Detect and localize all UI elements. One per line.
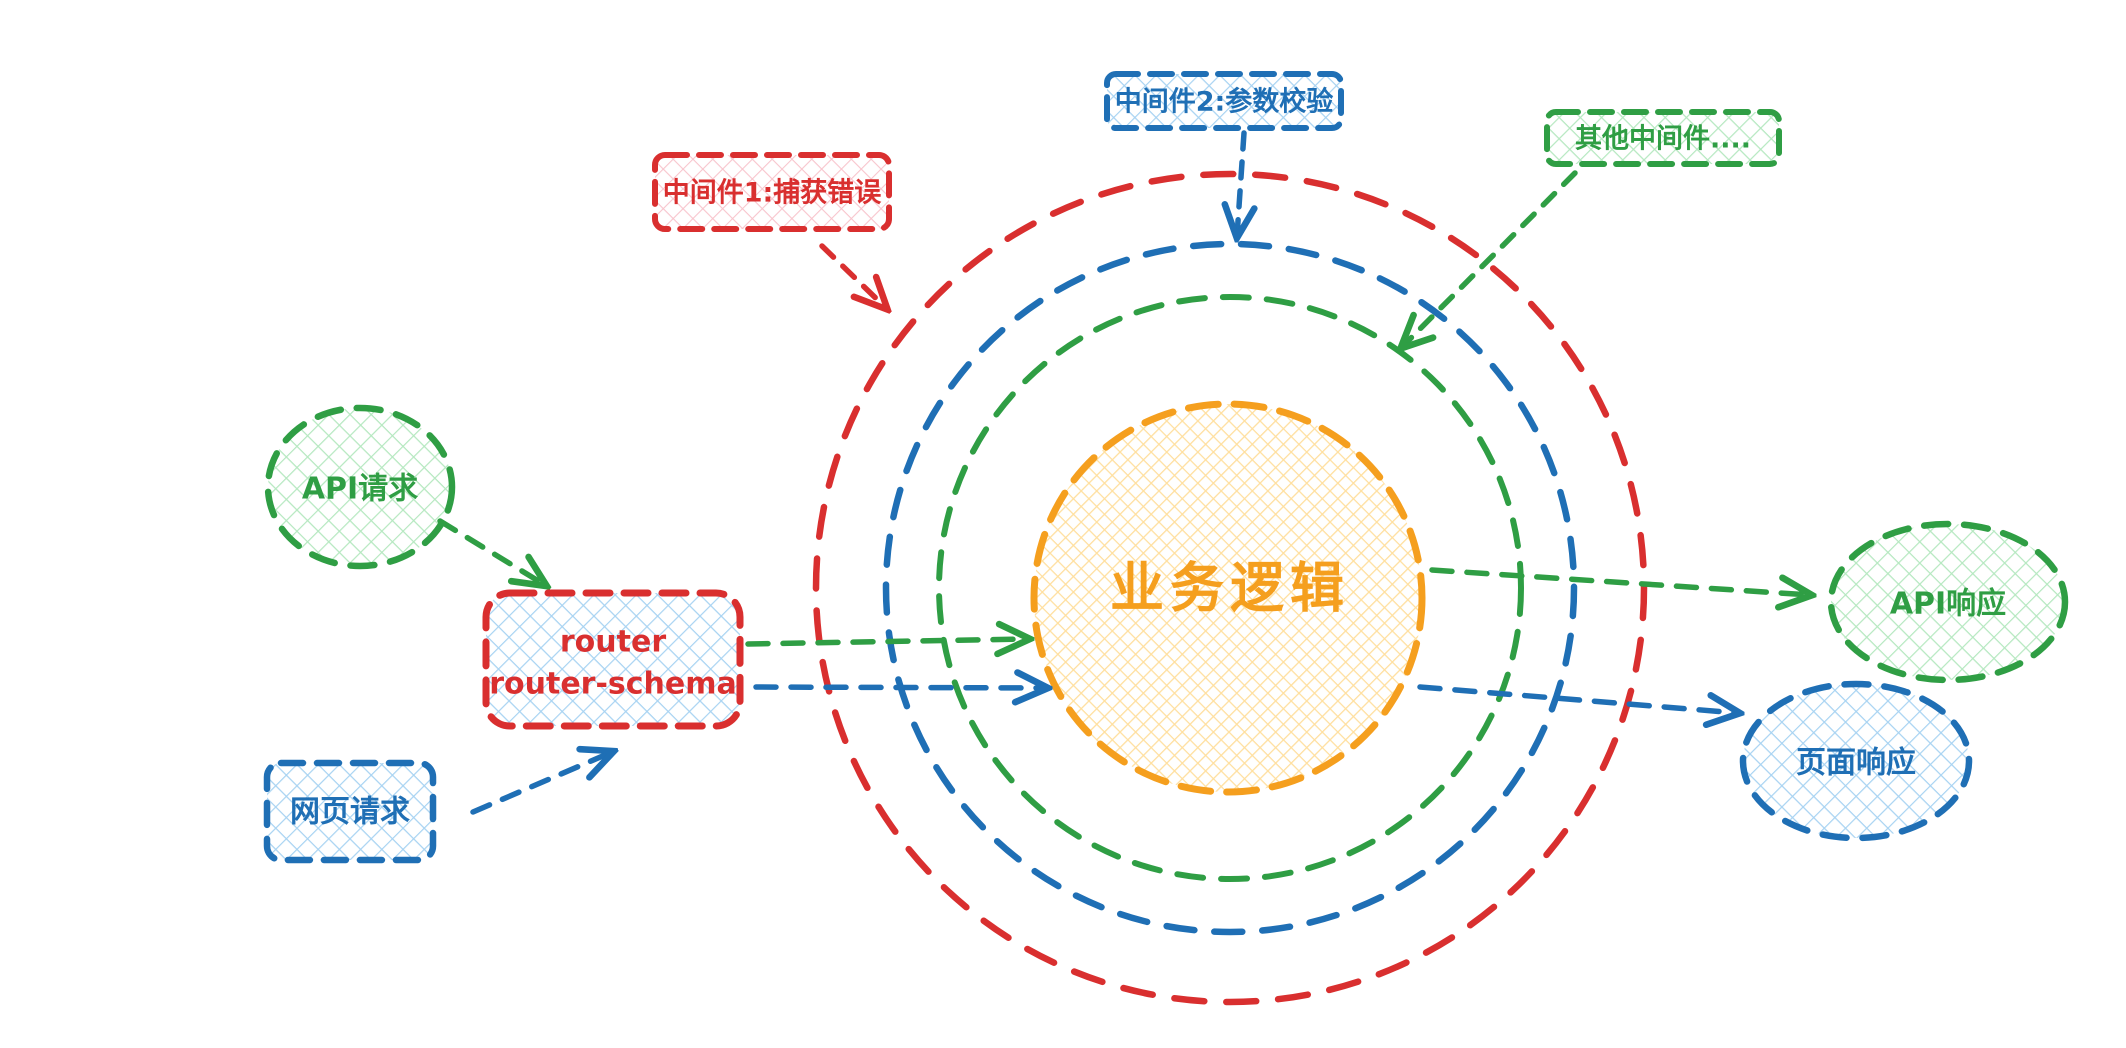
business-logic-label: 业务逻辑	[1110, 557, 1350, 620]
api-response-label: API响应	[1890, 587, 2006, 622]
arrow-middleware1-pointer	[819, 243, 886, 308]
api-response-node: API响应	[1827, 520, 2069, 684]
middleware2-label: 中间件2:参数校验	[1115, 86, 1334, 118]
router-node: router router-schema	[482, 589, 744, 730]
router-label-line2: router-schema	[489, 667, 737, 702]
arrow-api-request-to-router	[437, 518, 545, 585]
page-response-label: 页面响应	[1796, 746, 1916, 781]
web-request-label: 网页请求	[290, 795, 410, 830]
api-request-node: API请求	[264, 404, 456, 570]
arrow-other-middleware-pointer	[1402, 170, 1578, 347]
router-label-line1: router	[560, 625, 666, 660]
business-logic-circle	[1030, 400, 1426, 796]
arrow-router-to-business-green	[745, 639, 1028, 644]
arrow-middleware2-pointer	[1237, 130, 1244, 236]
other-middleware-label-box: 其他中间件....	[1544, 109, 1782, 167]
arrow-router-to-business-blue	[753, 687, 1046, 688]
ring-middleware1-red	[812, 170, 1648, 1006]
middleware2-label-box: 中间件2:参数校验	[1104, 71, 1344, 131]
arrow-business-to-api-response	[1429, 567, 1810, 595]
ring-middleware2-blue	[882, 240, 1578, 936]
web-request-node: 网页请求	[263, 759, 437, 864]
middleware1-label: 中间件1:捕获错误	[663, 178, 883, 209]
arrow-business-to-page-response	[1417, 684, 1738, 713]
middleware1-label-box: 中间件1:捕获错误	[652, 152, 892, 232]
api-request-label: API请求	[302, 472, 418, 507]
ring-other-middleware-green	[936, 294, 1524, 882]
other-middleware-label: 其他中间件....	[1575, 124, 1751, 155]
page-response-node: 页面响应	[1739, 680, 1973, 842]
arrow-web-request-to-router	[470, 752, 612, 815]
